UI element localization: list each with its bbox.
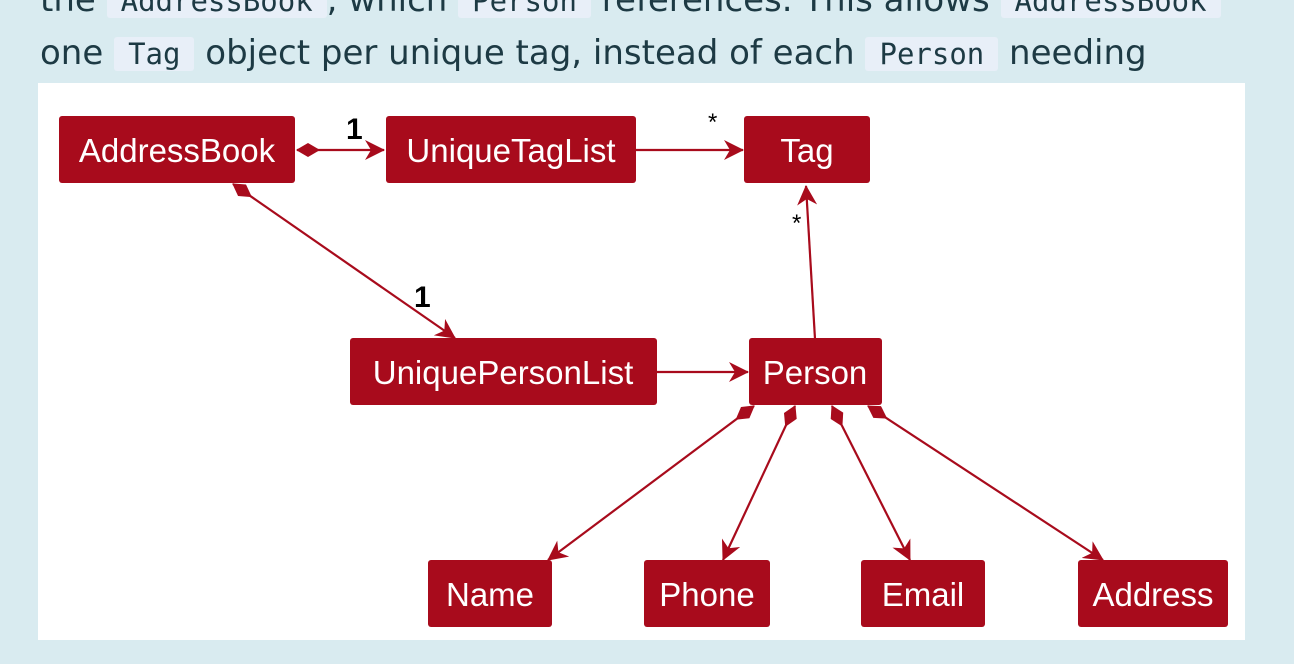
text-segment: object per unique tag, instead of each (194, 33, 866, 73)
class-phone-label: Phone (659, 576, 754, 613)
paragraph-line-2: one Tag object per unique tag, instead o… (40, 31, 1147, 76)
text-segment: the (40, 0, 107, 20)
composition-person-address (867, 405, 1104, 561)
class-uniquetaglist-label: UniqueTagList (406, 132, 615, 169)
inline-code: Person (458, 0, 591, 18)
paragraph-line-1: the AddressBook, which Person references… (40, 0, 1221, 23)
class-tag: Tag (744, 116, 870, 183)
class-address-label: Address (1092, 576, 1213, 613)
class-tag-label: Tag (780, 132, 833, 169)
class-diagram: AddressBook UniqueTagList Tag UniquePers… (38, 83, 1245, 640)
class-email-label: Email (882, 576, 965, 613)
inline-code: Tag (114, 37, 195, 71)
class-email: Email (861, 560, 985, 627)
class-person: Person (749, 338, 882, 405)
text-segment: one (40, 33, 115, 73)
inline-code: Person (865, 37, 999, 71)
composition-person-phone (721, 405, 797, 561)
class-uniquepersonlist-label: UniquePersonList (373, 354, 634, 391)
multiplicity-person-tag: * (792, 210, 801, 237)
text-segment: , which (326, 0, 459, 20)
inline-code: AddressBook (1000, 0, 1221, 18)
association-person-tag (797, 185, 818, 340)
class-name-label: Name (446, 576, 534, 613)
class-address: Address (1078, 560, 1228, 627)
class-diagram-svg: AddressBook UniqueTagList Tag UniquePers… (59, 109, 1228, 627)
class-name: Name (428, 560, 552, 627)
class-person-label: Person (763, 354, 868, 391)
multiplicity-taglist-tag: * (708, 109, 717, 136)
class-addressbook: AddressBook (59, 116, 295, 183)
text-segment: references. This allows (590, 0, 1001, 20)
multiplicity-addressbook-personlist: 1 (414, 281, 431, 314)
composition-person-name (547, 405, 755, 561)
class-addressbook-label: AddressBook (79, 132, 276, 169)
class-phone: Phone (644, 560, 770, 627)
composition-person-email (830, 405, 911, 561)
text-segment: needing (998, 33, 1147, 73)
class-uniquepersonlist: UniquePersonList (350, 338, 657, 405)
composition-addressbook-personlist (232, 183, 456, 339)
multiplicity-addressbook-taglist: 1 (346, 113, 363, 146)
inline-code: AddressBook (106, 0, 327, 18)
class-uniquetaglist: UniqueTagList (386, 116, 636, 183)
